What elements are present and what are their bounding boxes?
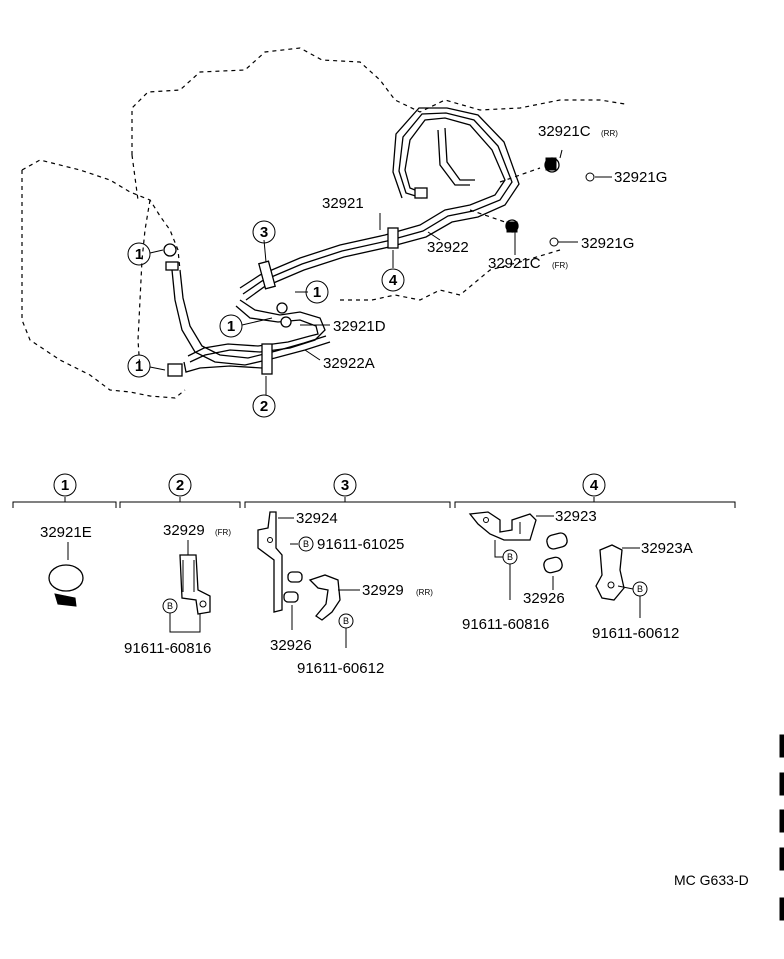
brake-hose-32922a xyxy=(171,269,331,373)
group-3-bolt-a: 91611-61025 xyxy=(317,536,404,553)
callout-1-upper: 1 xyxy=(313,284,321,301)
group-4-bolt-symbol-a: B xyxy=(507,552,513,562)
main-labels: 32921 32922 32921C (RR) 32921C (FR) 3292… xyxy=(322,123,667,372)
group-2-part-sub: (FR) xyxy=(215,528,231,537)
main-fittings xyxy=(163,157,595,377)
callout-3: 3 xyxy=(260,224,268,241)
brake-tube-32921 xyxy=(239,107,520,301)
group-3-number: 3 xyxy=(341,477,349,494)
clamp-32929-fr xyxy=(179,554,211,615)
clip-32921e xyxy=(48,564,84,607)
group-3-part-b: 32929 xyxy=(362,582,404,599)
label-32921c-rr: 32921C xyxy=(538,123,591,140)
group-1-part: 32921E xyxy=(40,524,92,541)
callout-1-lower: 1 xyxy=(135,358,143,375)
label-32921g-lower: 32921G xyxy=(581,235,634,252)
group-3-part-c: 32926 xyxy=(270,637,312,654)
label-32922a: 32922A xyxy=(323,355,375,372)
group-4-number: 4 xyxy=(590,477,599,494)
label-32921g-upper: 32921G xyxy=(614,169,667,186)
main-leaders xyxy=(149,149,612,395)
transmission-outline xyxy=(21,159,186,399)
engine-outline xyxy=(131,47,626,301)
label-32922: 32922 xyxy=(427,239,469,256)
label-32921c-fr-sub: (FR) xyxy=(552,261,568,270)
group-3-bolt-symbol-a: B xyxy=(303,539,309,549)
detail-group-3: 3 32924 B 91611-61025 32929 (RR) 32926 B… xyxy=(257,473,433,677)
group-4-bolt-a: 91611-60816 xyxy=(462,616,549,633)
group-2-number: 2 xyxy=(176,477,184,494)
group-3-part-b-sub: (RR) xyxy=(416,588,433,597)
detail-group-1: 1 32921E xyxy=(40,473,92,607)
grommets-32926 xyxy=(283,571,303,603)
bracket-32924 xyxy=(257,511,283,613)
detail-group-2: 2 32929 (FR) B 91611-60816 xyxy=(124,473,231,657)
group-4-bolt-b: 91611-60612 xyxy=(592,625,679,642)
group-3-bolt-symbol-b: B xyxy=(343,616,349,626)
group-3-part-a: 32924 xyxy=(296,510,338,527)
label-32921c-rr-sub: (RR) xyxy=(601,129,618,138)
group-1-number: 1 xyxy=(61,477,69,494)
grommets-32926-g4 xyxy=(543,532,568,574)
bracket-32923 xyxy=(468,511,537,541)
group-2-bolt-symbol: B xyxy=(167,601,173,611)
main-callouts: 1 1 1 1 2 3 4 xyxy=(127,220,405,418)
clamp-32929-rr xyxy=(308,574,341,621)
callout-1-tank: 1 xyxy=(135,246,143,263)
callout-1-middle: 1 xyxy=(227,318,235,335)
clamp-32923a xyxy=(595,544,625,601)
callout-4: 4 xyxy=(389,272,398,289)
diagram-code: MC G633-D xyxy=(674,872,749,888)
group-3-bolt-b: 91611-60612 xyxy=(297,660,384,677)
edge-marks xyxy=(779,734,784,921)
label-32921d: 32921D xyxy=(333,318,386,335)
detail-group-4: 4 32923 B 91611-60816 32926 32923A B 916… xyxy=(462,473,693,642)
group-4-part-c: 32923A xyxy=(641,540,693,557)
callout-2: 2 xyxy=(260,398,268,415)
detail-brackets xyxy=(12,497,736,508)
label-32921c-fr: 32921C xyxy=(488,255,541,272)
group-2-part: 32929 xyxy=(163,522,205,539)
brake-tube-32922 xyxy=(187,299,326,363)
label-32921: 32921 xyxy=(322,195,364,212)
group-4-bolt-symbol-b: B xyxy=(637,584,643,594)
group-2-bolt: 91611-60816 xyxy=(124,640,211,657)
group-4-part-b: 32926 xyxy=(523,590,565,607)
group-4-part-a: 32923 xyxy=(555,508,597,525)
